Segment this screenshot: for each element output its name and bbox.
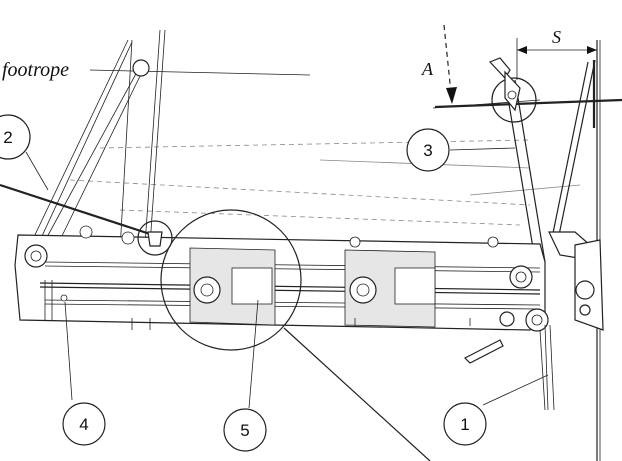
distance-label: S [552,27,561,47]
force-label: A [421,59,434,79]
boom-beam [14,225,555,411]
rope-right-thin [432,99,541,109]
dimension-s [516,38,597,80]
force-arrow [443,24,457,104]
net-lines [21,29,581,263]
callout-4: 4 [62,402,106,446]
hook-detail [147,231,163,247]
detail-circle-top-right [488,57,537,123]
callout-3: 3 [406,128,450,172]
callout-1-text: 1 [460,415,469,434]
pulley-top [132,59,150,77]
callout-2: 2 [0,114,31,160]
callout-2-text: 2 [3,128,12,147]
leader-lines [25,147,549,409]
callout-3-text: 3 [423,141,432,160]
callout-4-text: 4 [79,415,88,434]
rope-left [0,183,151,236]
footrope-label: footrope [2,59,69,81]
callout-5: 5 [223,408,267,452]
detail-circle-hook [137,220,173,256]
detail-circle-large [160,209,431,461]
right-arm [504,59,604,331]
callout-1: 1 [443,402,487,446]
callout-5-text: 5 [240,421,249,440]
